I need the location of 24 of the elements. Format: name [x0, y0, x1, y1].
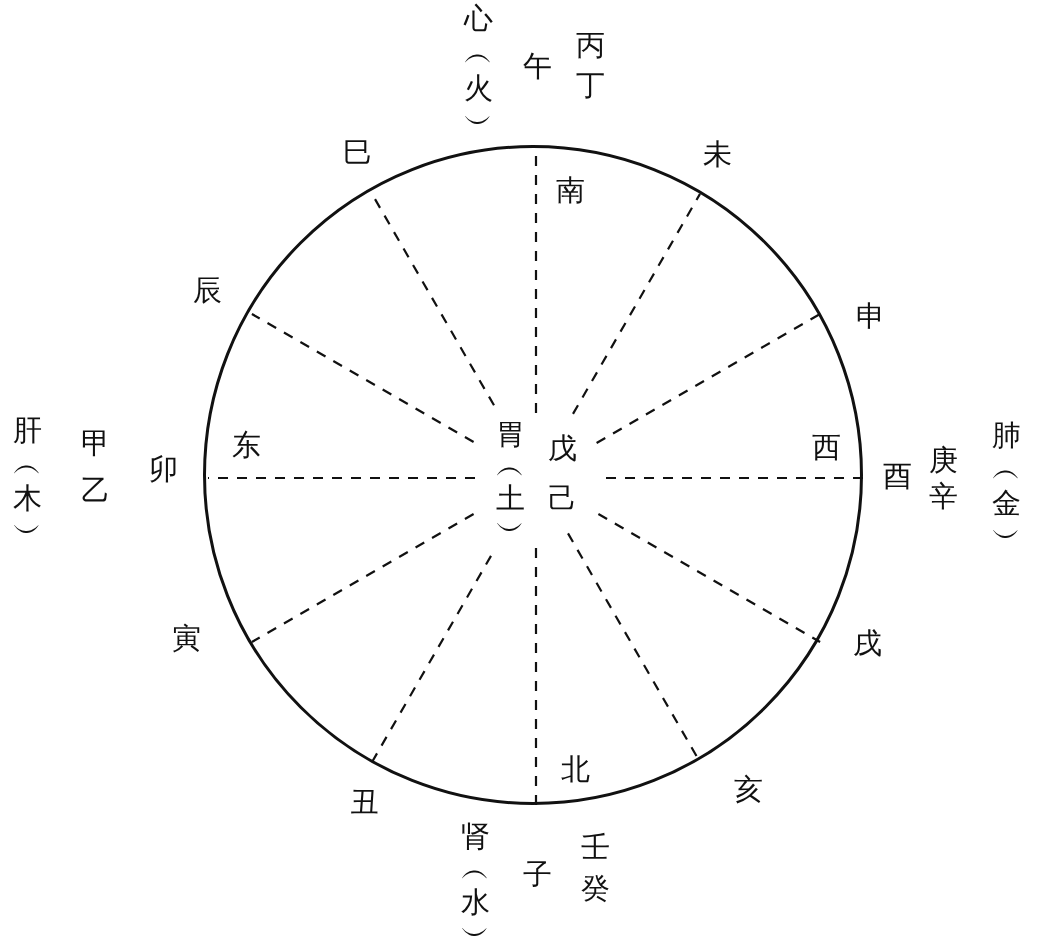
organ-element-label: 心︵火︶: [463, 1, 493, 141]
stem-label: 庚辛: [928, 442, 958, 514]
branch-label: 辰: [192, 276, 222, 305]
branch-label: 戌: [852, 629, 882, 658]
organ-element-label: 肺︵金︶: [991, 418, 1021, 554]
branch-label: 子: [522, 860, 552, 889]
branch-label: 亥: [733, 775, 763, 804]
branch-label: 丑: [349, 788, 379, 817]
stem-label: 丙丁: [575, 27, 605, 104]
center-label: 胃︵土︶: [495, 418, 525, 546]
organ-element-label: 肾︵水︶: [460, 820, 490, 951]
direction-label: 南: [555, 176, 585, 205]
direction-label: 北: [560, 755, 590, 784]
organ-element-label: 肝︵木︶: [12, 413, 42, 549]
stem-label: 甲乙: [80, 425, 110, 509]
direction-label: 西: [811, 433, 841, 462]
branch-label: 申: [855, 302, 885, 331]
branch-label: 卯: [148, 455, 178, 484]
direction-label: 东: [231, 431, 261, 460]
center-label: 戊己: [547, 430, 577, 517]
branch-label: 午: [522, 52, 552, 81]
branch-label: 巳: [342, 138, 372, 167]
branch-label: 未: [702, 140, 732, 169]
stem-label: 壬癸: [580, 829, 610, 907]
